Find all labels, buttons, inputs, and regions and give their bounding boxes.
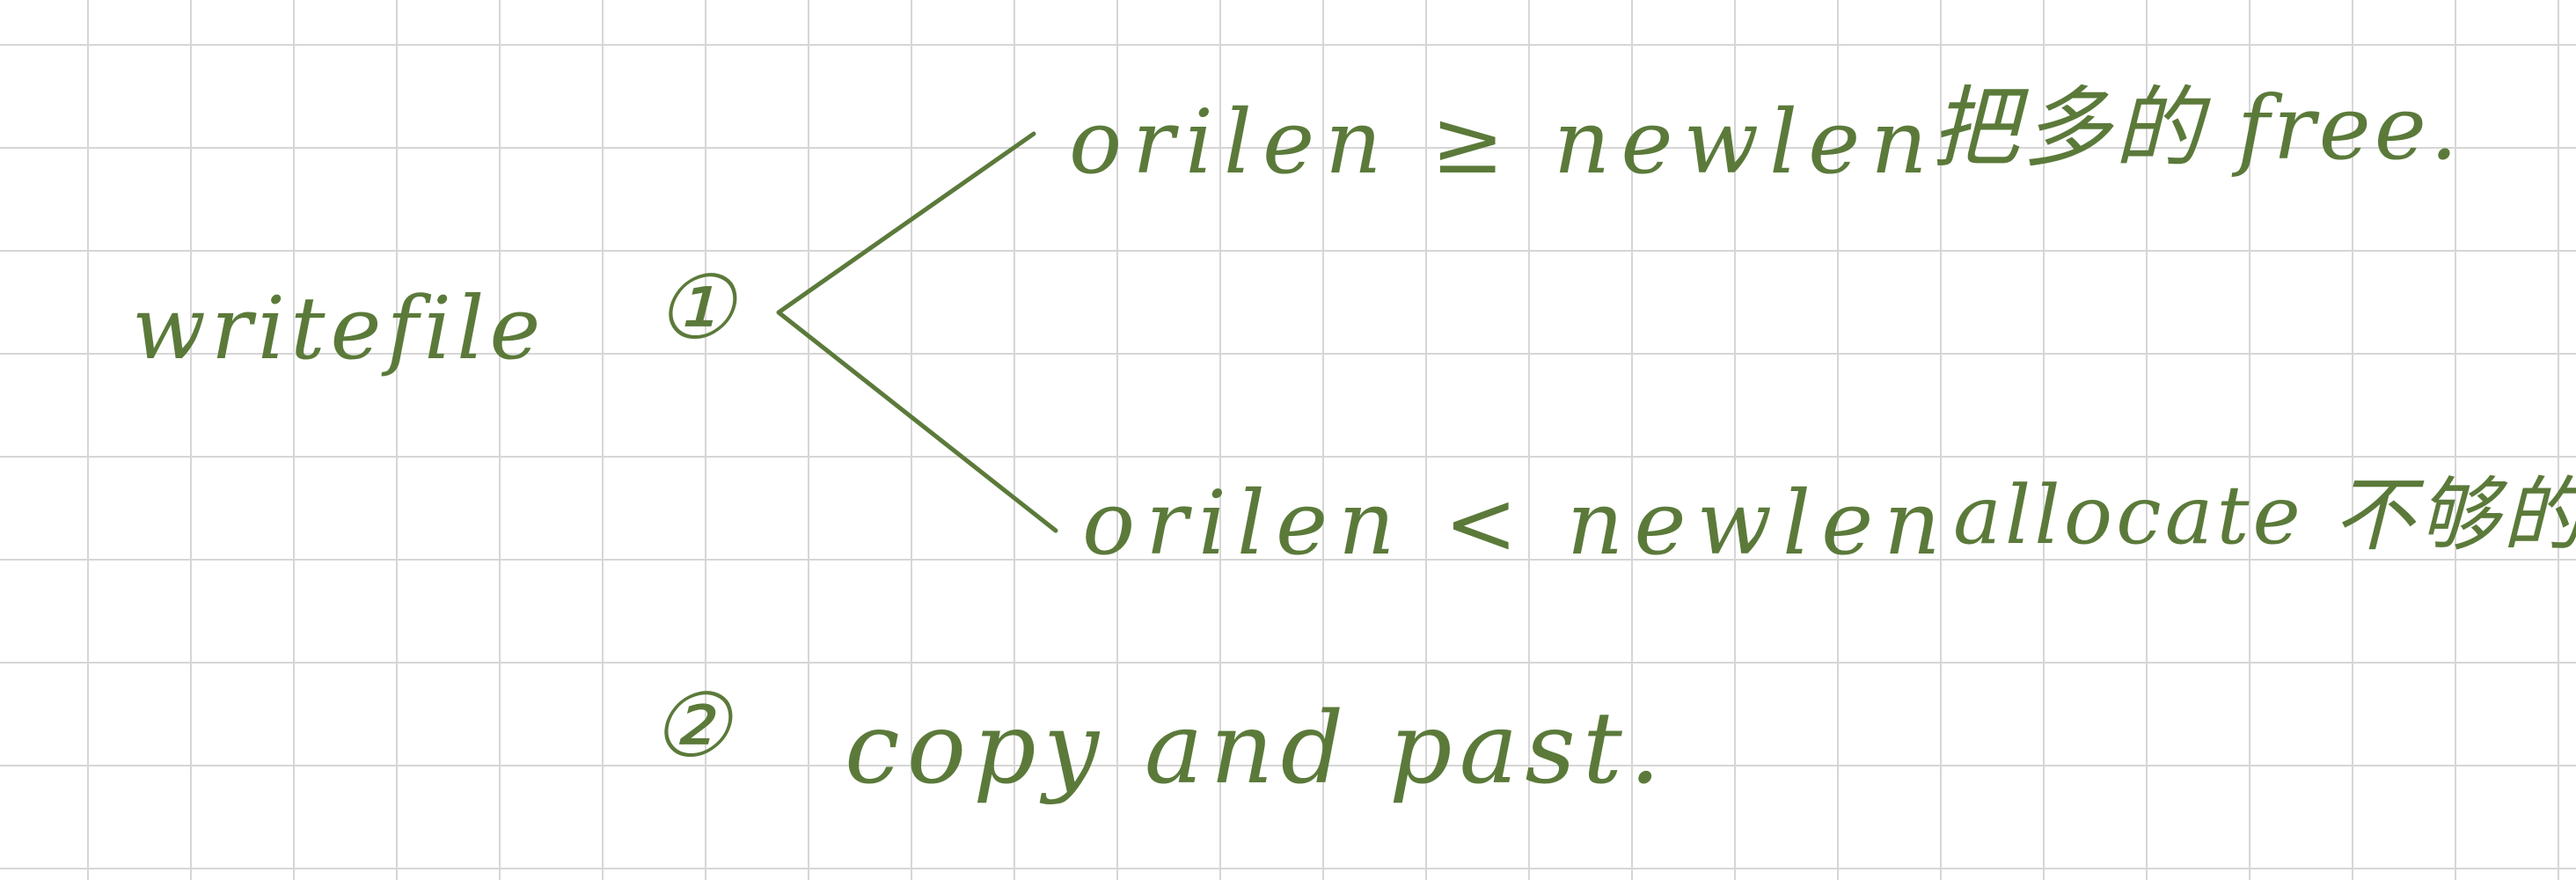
root-label: writefile: [132, 279, 546, 379]
bottom-branch-action: allocate 不够的: [1953, 468, 2576, 562]
branch-lines: [776, 131, 1058, 533]
step-two-marker: ②: [651, 674, 730, 777]
top-branch-action: 把多的 free.: [1931, 77, 2462, 180]
bottom-branch-condition: orilen < newlen: [1082, 472, 1951, 575]
step-two-text: copy and past.: [845, 692, 1668, 806]
step-one-marker: ①: [655, 256, 735, 359]
top-branch-condition: orilen ≥ newlen: [1069, 91, 1938, 194]
